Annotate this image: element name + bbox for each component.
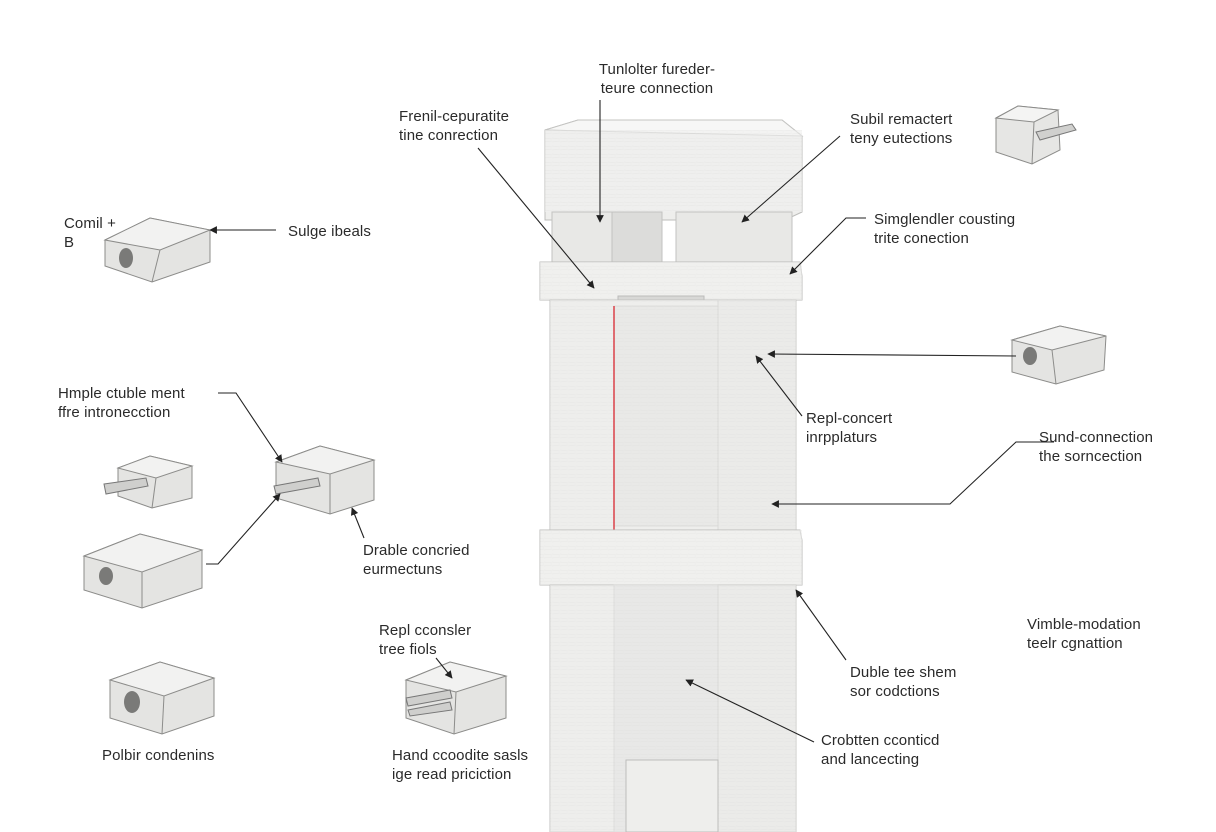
- label-line: Vimble-modation: [1027, 616, 1141, 633]
- label-line: Hand ccoodite sasls: [392, 747, 529, 764]
- block-right-mid: [1010, 325, 1107, 385]
- label-sulge: Sulge ibeals: [288, 222, 371, 241]
- label-top-right: Subil remactert teny eutections: [850, 110, 952, 148]
- label-line: Sulge ibeals: [288, 223, 371, 240]
- label-comil: Comil + B: [64, 214, 116, 252]
- label-line: Duble tee shem: [850, 664, 957, 681]
- label-line: Crobtten cconticd: [821, 732, 940, 749]
- label-line: trite conection: [874, 230, 969, 247]
- label-hand: Hand ccoodite sasls ige read priciction: [392, 746, 528, 784]
- label-vimble: Vimble-modation teelr cgnattion: [1027, 615, 1141, 653]
- label-line: Drable concried: [363, 542, 470, 559]
- label-line: Tunlolter fureder-: [598, 61, 716, 78]
- label-repl-consler: Repl cconsler tree fiols: [379, 621, 471, 659]
- label-line: tine conrection: [399, 127, 499, 144]
- label-singlender: Simglendler cousting trite conection: [874, 210, 1015, 248]
- block-top-right: [994, 105, 1077, 165]
- label-drable: Drable concried eurmectuns: [363, 541, 470, 579]
- label-line: Repl cconsler: [379, 622, 472, 639]
- label-line: Comil +: [64, 215, 116, 232]
- label-repl-concert: Repl-concert inrpplaturs: [806, 409, 892, 447]
- label-duble: Duble tee shem sor codctions: [850, 663, 956, 701]
- label-line: Hmple ctuble ment: [58, 385, 185, 402]
- label-hmple: Hmple ctuble ment ffre intronecction: [58, 384, 185, 422]
- label-line: Frenil-cepuratite: [399, 108, 510, 125]
- label-top-left: Frenil-cepuratite tine conrection: [399, 107, 509, 145]
- label-line: Subil remactert: [850, 111, 953, 128]
- block-small-left: [103, 455, 194, 509]
- label-sund: Sund-connection the sorncection: [1039, 428, 1153, 466]
- label-line: eurmectuns: [363, 561, 443, 578]
- label-crobtten: Crobtten cconticd and lancecting: [821, 731, 939, 769]
- label-line: tree fiols: [379, 641, 437, 658]
- label-line: Simglendler cousting: [874, 211, 1016, 228]
- block-bottom-left: [108, 661, 216, 735]
- concrete-column: [539, 119, 804, 832]
- label-line: the sorncection: [1039, 448, 1143, 465]
- label-line: sor codctions: [850, 683, 940, 700]
- label-line: Sund-connection: [1039, 429, 1154, 446]
- leader-lines: [206, 100, 1054, 743]
- label-line: B: [64, 234, 75, 251]
- label-line: inrpplaturs: [806, 429, 878, 446]
- label-line: and lancecting: [821, 751, 920, 768]
- block-center-left: [273, 445, 376, 515]
- block-large-left: [82, 533, 204, 609]
- label-line: ige read priciction: [392, 766, 512, 783]
- label-line: teelr cgnattion: [1027, 635, 1123, 652]
- label-line: Repl-concert: [806, 410, 893, 427]
- label-top-center: Tunlolter fureder- teure connection: [572, 60, 742, 98]
- block-bottom-mid: [404, 661, 508, 735]
- label-line: teny eutections: [850, 130, 953, 147]
- label-line: ffre intronecction: [58, 404, 171, 421]
- label-line: Polbir condenins: [102, 747, 215, 764]
- label-line: teure connection: [600, 80, 714, 97]
- label-polbir: Polbir condenins: [102, 746, 215, 765]
- block-comil: [103, 217, 212, 283]
